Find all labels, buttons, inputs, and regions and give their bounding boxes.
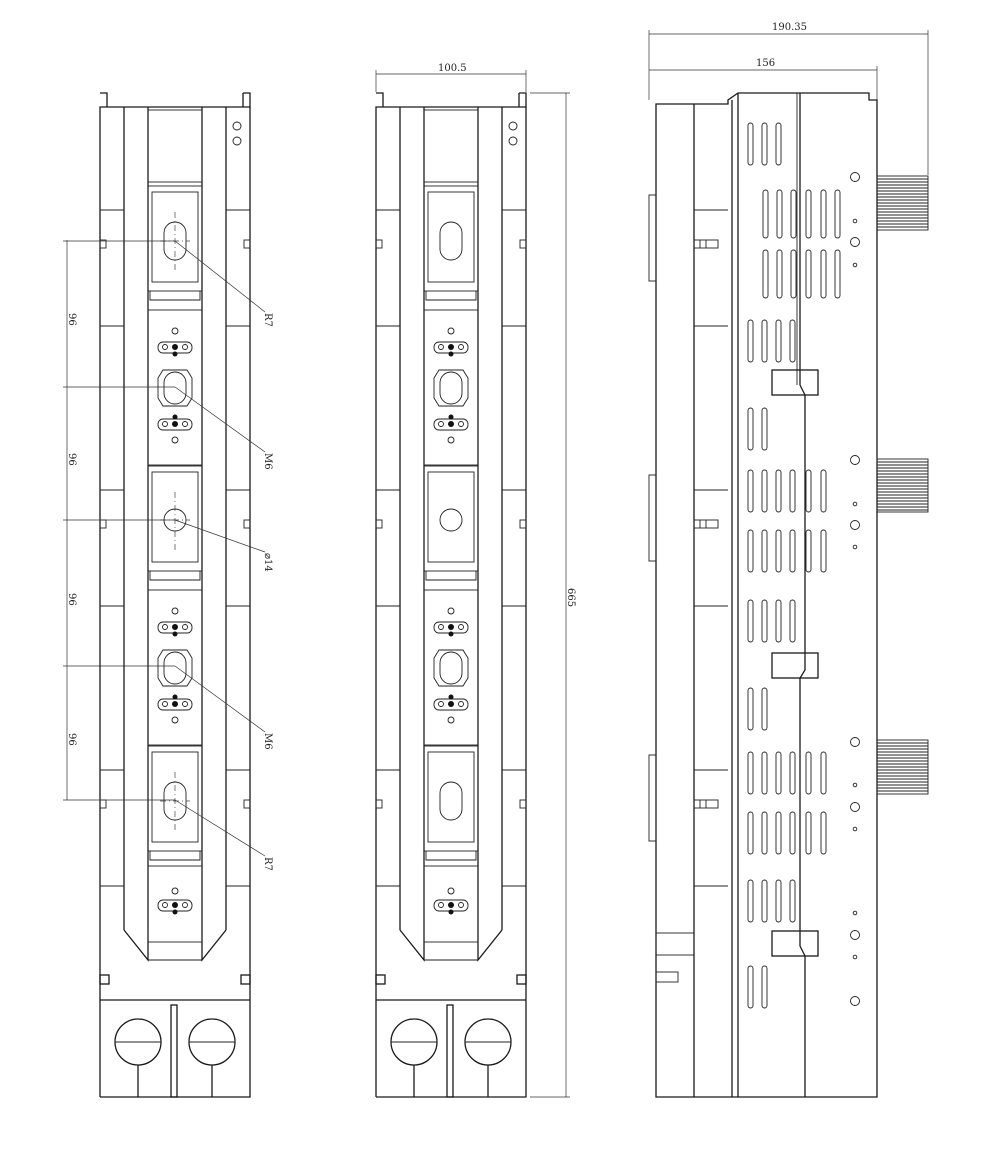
vent-slot	[805, 751, 812, 795]
vent-slot	[790, 249, 797, 299]
vent-slot	[776, 189, 783, 239]
vent-slot	[761, 319, 768, 363]
vent-slot	[820, 189, 827, 239]
vent-slot	[789, 879, 796, 923]
vent-slot	[805, 469, 812, 513]
vent-slot	[761, 469, 768, 513]
vent-slot	[775, 122, 782, 166]
vent-slot	[834, 189, 841, 239]
vent-slot	[834, 249, 841, 299]
vent-slot	[761, 687, 768, 731]
label-r7-bottom: R7	[262, 857, 273, 871]
vent-slot	[776, 249, 783, 299]
vent-slot	[775, 751, 782, 795]
vent-slot	[747, 407, 754, 451]
vent-slot	[761, 529, 768, 573]
dim-pitch-4: 96	[66, 733, 77, 746]
vent-slot	[789, 599, 796, 643]
vent-slot	[747, 879, 754, 923]
vent-slot	[775, 811, 782, 855]
vent-slot	[775, 879, 782, 923]
vent-slot	[747, 599, 754, 643]
vent-slot	[747, 811, 754, 855]
vent-slot	[747, 529, 754, 573]
vent-slot	[789, 319, 796, 363]
vent-slot	[789, 751, 796, 795]
vent-slot	[762, 249, 769, 299]
vent-slot	[775, 469, 782, 513]
vent-slot	[805, 529, 812, 573]
vent-slot	[775, 599, 782, 643]
dim-side-depth: 156	[756, 58, 775, 69]
front-view-dimensioned: 96 96 96 96 R7 M6 ⌀14 M6 R7	[63, 92, 273, 1098]
vent-slot	[805, 811, 812, 855]
vent-slot	[761, 965, 768, 1009]
front-view-overall: 100.5 665	[375, 63, 576, 1098]
vent-slot	[761, 879, 768, 923]
vent-slot	[747, 469, 754, 513]
vent-slot	[789, 469, 796, 513]
vent-slot	[820, 751, 827, 795]
dim-pitch-2: 96	[66, 453, 77, 466]
vent-slot	[775, 529, 782, 573]
vent-slot	[805, 249, 812, 299]
vent-slot	[747, 687, 754, 731]
vent-slot	[789, 529, 796, 573]
vent-slot	[747, 319, 754, 363]
vent-slot	[761, 407, 768, 451]
vent-slot	[761, 811, 768, 855]
vent-slot	[820, 469, 827, 513]
heat-sink-fins	[876, 458, 929, 513]
label-m6-upper: M6	[262, 453, 273, 470]
vent-slot	[747, 122, 754, 166]
vent-slot	[747, 965, 754, 1009]
vent-slot	[820, 529, 827, 573]
vent-slot	[789, 811, 796, 855]
vent-slot	[761, 599, 768, 643]
vent-slot	[762, 189, 769, 239]
vent-slot	[761, 122, 768, 166]
vent-slot	[820, 811, 827, 855]
vent-slot	[747, 751, 754, 795]
dim-pitch-3: 96	[66, 593, 77, 606]
label-m6-lower: M6	[262, 733, 273, 750]
dim-overall-depth: 190.35	[772, 22, 807, 33]
vent-slot	[820, 249, 827, 299]
vent-slot	[790, 189, 797, 239]
vent-slot	[775, 319, 782, 363]
dim-front-width: 100.5	[438, 63, 467, 74]
vent-slot	[805, 189, 812, 239]
label-r7-top: R7	[262, 313, 273, 327]
dim-height: 665	[565, 588, 576, 607]
label-dia14: ⌀14	[262, 553, 273, 572]
side-view: 190.35 156	[648, 22, 929, 1098]
vent-slot	[761, 751, 768, 795]
dim-pitch-1: 96	[66, 313, 77, 326]
